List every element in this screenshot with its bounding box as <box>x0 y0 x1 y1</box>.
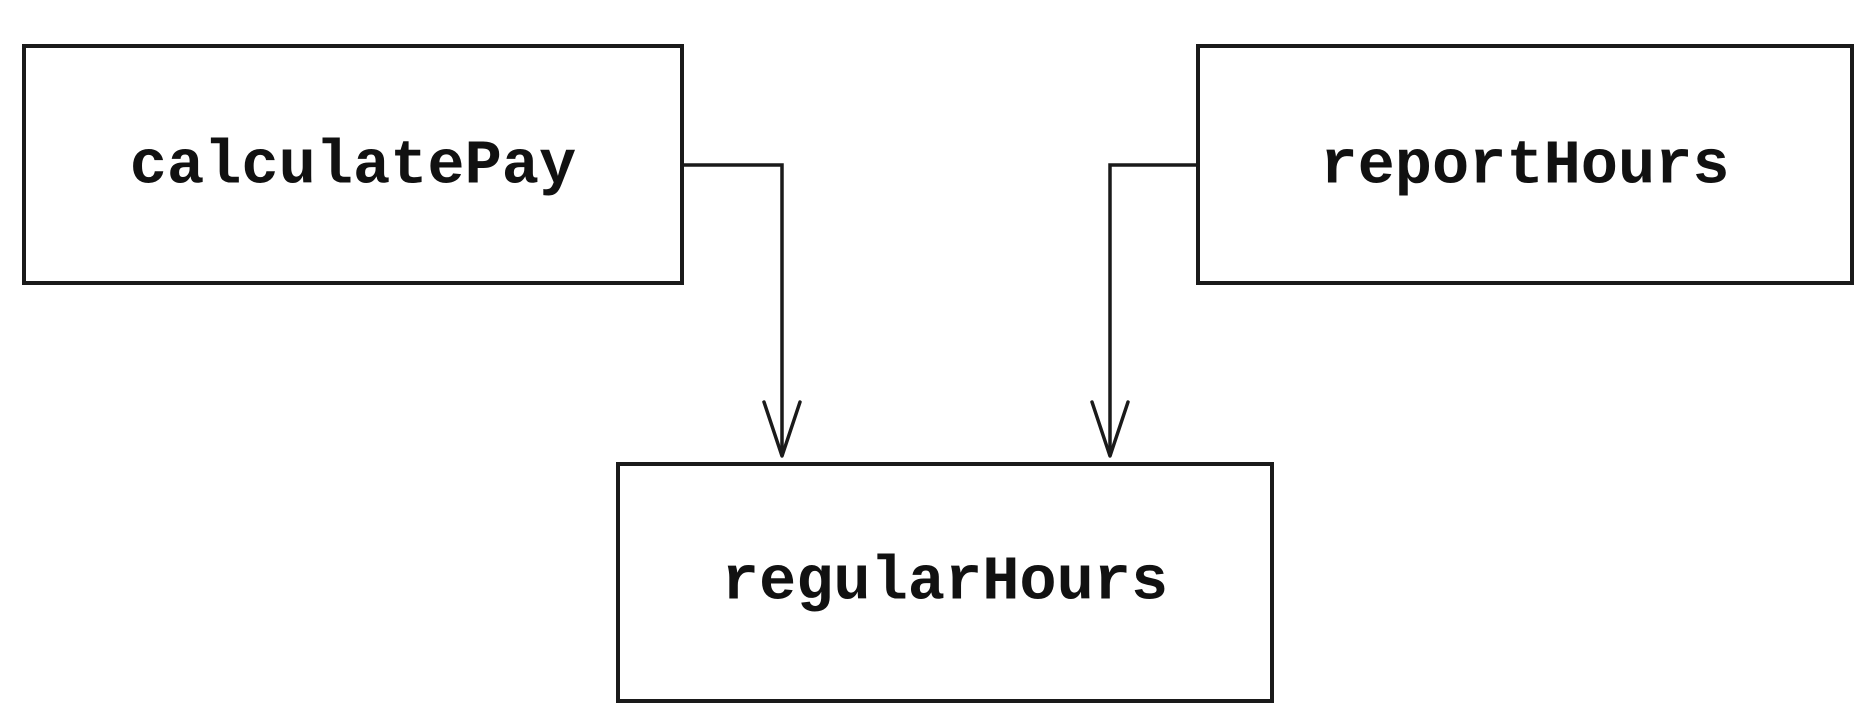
node-calculate-pay: calculatePay <box>22 44 684 285</box>
node-report-hours-label: reportHours <box>1320 130 1729 201</box>
node-regular-hours-label: regularHours <box>722 546 1168 617</box>
edge-calculate-pay-line <box>682 163 784 456</box>
node-calculate-pay-label: calculatePay <box>130 130 576 201</box>
edge-calculate-pay-to-regular-hours <box>682 163 802 458</box>
node-calculate-pay-box <box>22 44 684 285</box>
node-report-hours-box <box>1196 44 1854 285</box>
arrow-head-icon <box>1090 400 1130 458</box>
edge-report-hours-line <box>1108 163 1198 456</box>
node-regular-hours: regularHours <box>616 462 1274 703</box>
node-regular-hours-box <box>616 462 1274 703</box>
edge-report-hours-to-regular-hours <box>1090 163 1198 458</box>
arrow-head-icon <box>762 400 802 458</box>
node-report-hours: reportHours <box>1196 44 1854 285</box>
